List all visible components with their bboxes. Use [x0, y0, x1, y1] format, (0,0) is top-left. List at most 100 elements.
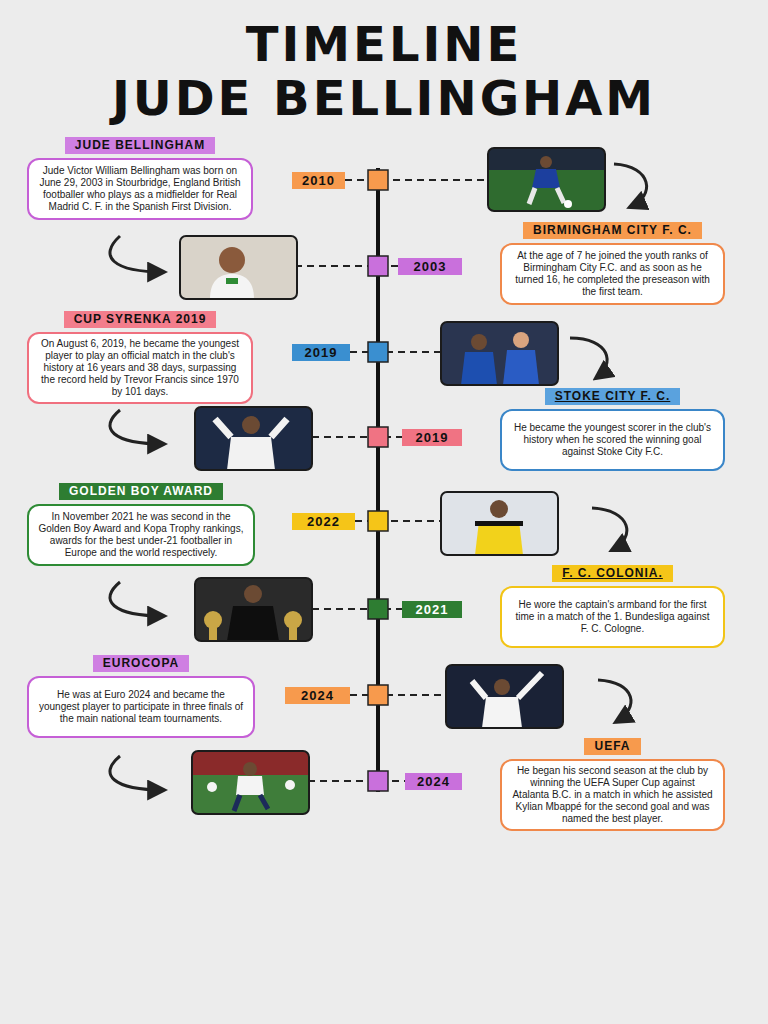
event-card: F. C. COLONIA. He wore the captain's armb…: [500, 565, 725, 648]
artwork-part: [244, 585, 262, 603]
event-card: STOKE CITY F. C. He became the youngest s…: [500, 388, 725, 471]
artwork-part: [195, 407, 312, 470]
artwork-part: [488, 148, 605, 211]
artwork-part: [110, 582, 164, 616]
card-text: On August 6, 2019, he became the younges…: [38, 338, 242, 398]
card-heading: CUP SYRENKA 2019: [64, 311, 217, 328]
artwork-part: [592, 508, 627, 550]
photo: [441, 322, 558, 385]
artwork-part: [368, 427, 388, 447]
card-heading: F. C. COLONIA.: [552, 565, 673, 582]
artwork-part: [345, 179, 488, 181]
artwork-part: [446, 665, 563, 728]
artwork-part: [368, 342, 388, 362]
artwork-part: [180, 236, 297, 299]
artwork-part: [441, 492, 558, 555]
card-heading: STOKE CITY F. C.: [545, 388, 681, 405]
artwork-part: [446, 665, 563, 728]
year-label: 2022: [307, 514, 340, 529]
artwork-part: [488, 148, 605, 211]
artwork-part: [540, 156, 552, 168]
year-badge: 2024: [285, 687, 350, 704]
artwork-part: [441, 322, 558, 385]
title: TIMELINE JUDE BELLINGHAM: [14, 18, 754, 126]
artwork-part: [308, 780, 405, 782]
artwork-part: [368, 256, 388, 276]
card-body: He became the youngest scorer in the clu…: [500, 409, 725, 471]
year-label: 2010: [302, 173, 335, 188]
card-heading: BIRMINGHAM CITY F. C.: [523, 222, 702, 239]
card-text: He wore the captain's armband for the fi…: [511, 599, 714, 635]
artwork-part: [207, 782, 217, 792]
artwork-part: [368, 685, 388, 705]
artwork-part: [234, 795, 268, 811]
year-label: 2019: [305, 345, 338, 360]
card-body: Jude Victor William Bellingham was born …: [27, 158, 253, 220]
artwork-part: [210, 274, 254, 299]
artwork-part: [110, 410, 164, 444]
artwork-part: [441, 322, 558, 385]
photo: [488, 148, 605, 211]
artwork-part: [236, 776, 264, 795]
artwork-part: [472, 673, 542, 698]
photo: [446, 665, 563, 728]
year-badge: 2019: [292, 344, 350, 361]
photo: [195, 407, 312, 470]
card-text: In November 2021 he was second in the Go…: [38, 511, 244, 559]
card-heading: EUROCOPA: [93, 655, 189, 672]
year-label: 2019: [416, 430, 449, 445]
year-badge: 2021: [402, 601, 462, 618]
photo: [441, 492, 558, 555]
artwork-part: [195, 578, 312, 641]
year-label: 2021: [416, 602, 449, 617]
card-body: In November 2021 he was second in the Go…: [27, 504, 255, 566]
card-heading: GOLDEN BOY AWARD: [59, 483, 223, 500]
event-card: BIRMINGHAM CITY F. C. At the age of 7 he …: [500, 222, 725, 305]
artwork-part: [368, 599, 388, 619]
artwork-part: [285, 780, 295, 790]
artwork-part: [441, 492, 558, 555]
artwork-part: [209, 628, 217, 641]
artwork-part: [532, 169, 560, 188]
artwork-part: [598, 680, 631, 722]
card-text: At the age of 7 he joined the youth rank…: [511, 250, 714, 298]
artwork-part: [490, 500, 508, 518]
artwork-part: [350, 694, 446, 696]
artwork-part: [219, 247, 245, 273]
artwork-part: [227, 606, 279, 641]
artwork-part: [488, 148, 605, 211]
event-card: JUDE BELLINGHAM Jude Victor William Belli…: [27, 137, 253, 220]
card-heading: JUDE BELLINGHAM: [65, 137, 215, 154]
artwork-part: [192, 751, 309, 775]
artwork-part: [614, 164, 647, 207]
artwork-part: [192, 751, 309, 814]
artwork-part: [195, 578, 312, 641]
card-body: He began his second season at the club b…: [500, 759, 725, 831]
card-text: He became the youngest scorer in the clu…: [511, 422, 714, 458]
artwork-part: [446, 665, 563, 728]
photo: [180, 236, 297, 299]
year-badge: 2019: [402, 429, 462, 446]
event-card: CUP SYRENKA 2019 On August 6, 2019, he be…: [27, 311, 253, 404]
artwork-part: [243, 762, 257, 776]
photo: [192, 751, 309, 814]
artwork-part: [242, 416, 260, 434]
artwork-part: [475, 521, 523, 526]
artwork-part: [180, 236, 297, 299]
artwork-part: [503, 350, 539, 385]
artwork-part: [471, 334, 487, 350]
artwork-part: [195, 407, 312, 470]
card-text: Jude Victor William Bellingham was born …: [38, 165, 242, 213]
card-text: He was at Euro 2024 and became the young…: [38, 689, 244, 725]
year-badge: 2024: [405, 773, 462, 790]
card-body: At the age of 7 he joined the youth rank…: [500, 243, 725, 305]
artwork-part: [368, 170, 388, 190]
artwork-part: [195, 407, 312, 470]
event-card: EUROCOPA He was at Euro 2024 and became t…: [27, 655, 255, 738]
artwork-part: [368, 771, 388, 791]
artwork-part: [180, 236, 297, 299]
artwork-part: [110, 756, 164, 790]
artwork-part: [441, 492, 558, 555]
artwork-part: [461, 352, 497, 385]
artwork-part: [192, 751, 309, 814]
